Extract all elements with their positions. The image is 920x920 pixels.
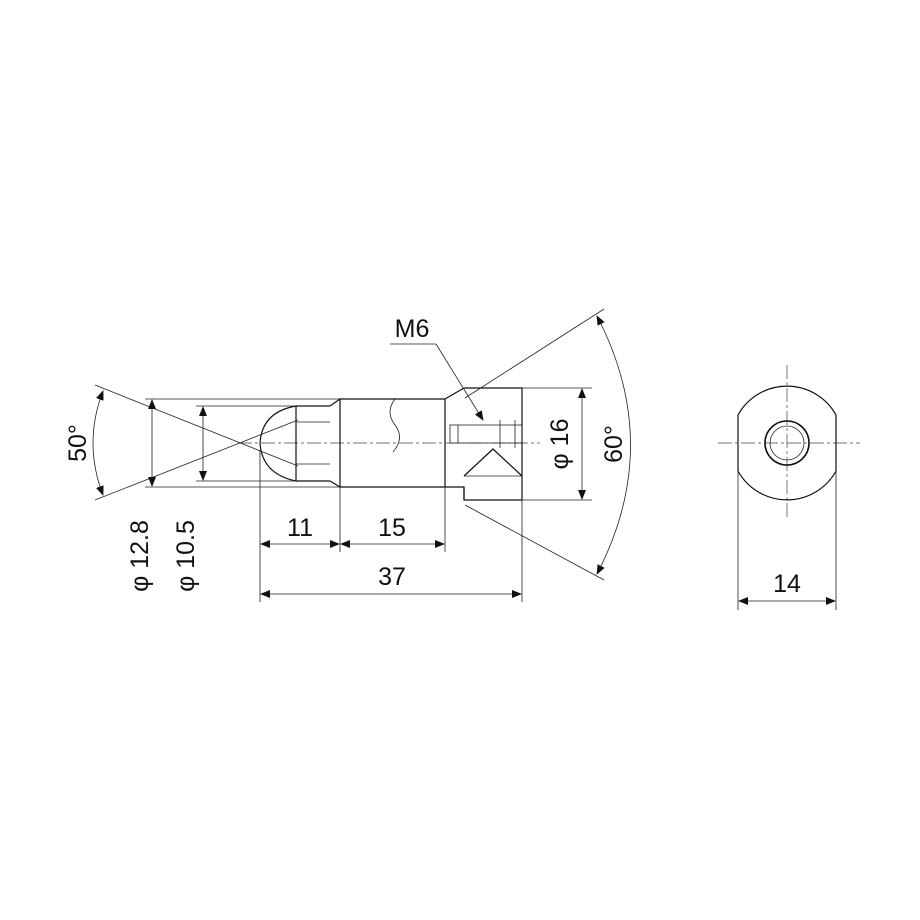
dia-16-label: φ 16 xyxy=(546,419,574,470)
head-chamfer-top xyxy=(444,387,465,400)
angle-60-ray-upper xyxy=(464,308,605,399)
thread-m6-label: M6 xyxy=(395,315,430,343)
end-view: 14 xyxy=(718,365,860,610)
thread-hole xyxy=(449,424,523,444)
m6-leader-diagonal xyxy=(435,343,484,421)
angle-50-dimension: 50° xyxy=(64,384,299,501)
angle-50-arc xyxy=(92,390,104,496)
thread-callout: M6 xyxy=(390,315,484,421)
dia-10-5-label: φ 10.5 xyxy=(172,520,200,592)
angle-60-label: 60° xyxy=(600,425,628,463)
v-groove xyxy=(463,448,523,477)
head-outline xyxy=(445,387,523,501)
len-11-label: 11 xyxy=(287,514,313,542)
diameter-left-dimensions: φ 12.8 φ 10.5 xyxy=(126,398,340,592)
tip-outline xyxy=(259,405,330,482)
length-dimensions: 11 15 37 xyxy=(259,450,523,602)
angle-60-dimension: 60° xyxy=(464,308,631,581)
break-line xyxy=(389,398,400,453)
angle-60-arc xyxy=(596,315,631,575)
side-view xyxy=(238,387,540,501)
width-14-label: 14 xyxy=(773,570,801,598)
angle-60-ray-lower xyxy=(464,504,605,581)
angle-50-ray-upper xyxy=(94,384,299,467)
diameter-16-dimension: φ 16 xyxy=(522,387,592,501)
dia-12-8-label: φ 12.8 xyxy=(126,520,154,592)
angle-50-label: 50° xyxy=(64,424,92,462)
end-view-hole-inner xyxy=(769,425,805,461)
len-15-label: 15 xyxy=(378,514,406,542)
end-view-hole-outer xyxy=(764,420,810,466)
step-outline xyxy=(329,397,341,489)
angle-50-ray-lower xyxy=(94,419,299,501)
len-37-label: 37 xyxy=(378,563,406,591)
